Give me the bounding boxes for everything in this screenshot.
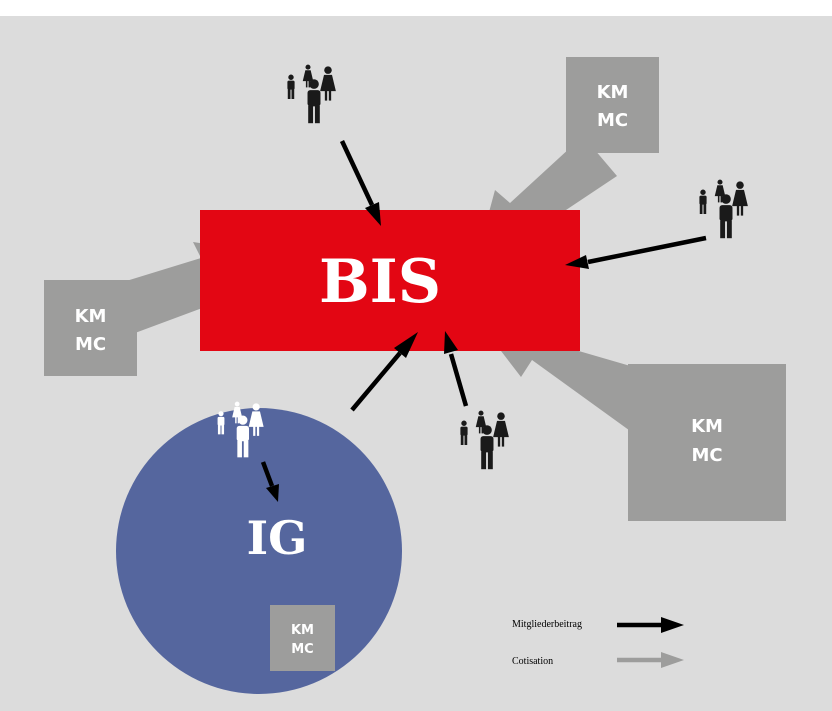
member-fee-arrow-bottom [444, 331, 469, 407]
legend-cotisation-arrow-icon [617, 652, 684, 668]
fee-box-top-right-km: KM [597, 82, 629, 103]
fee-box-left-km: KM [75, 306, 107, 327]
legend-cotisation-label: Cotisation [512, 656, 553, 667]
fee-box-top-right-mc: MC [597, 110, 628, 131]
legend-member-fee-arrow-icon [617, 617, 684, 633]
member-fee-arrow-right [565, 235, 707, 269]
fee-box-left: KM MC [44, 280, 137, 376]
fee-box-circle-mc: MC [291, 642, 313, 657]
member-fee-arrow-ig-inner [260, 461, 279, 502]
member-fee-arrows [260, 140, 707, 502]
legend: Mitgliederbeitrag Cotisation [512, 617, 684, 668]
fee-box-circle-km: KM [291, 623, 314, 638]
member-fee-arrow-ig [350, 332, 418, 412]
diagram-canvas: BIS IG KM MC KM MC KM MC KM MC [0, 16, 832, 711]
organization-diagram: BIS IG KM MC KM MC KM MC KM MC [44, 57, 786, 694]
people-group-bottom-icon [460, 411, 508, 470]
fee-box-bottom-right: KM MC [628, 364, 786, 521]
fee-box-bottom-right-km: KM [691, 416, 723, 437]
ig-label: IG [247, 511, 308, 565]
fee-box-circle: KM MC [270, 605, 335, 671]
people-group-right-icon [699, 180, 747, 239]
member-fee-arrow-top [339, 140, 381, 226]
fee-box-bottom-right-mc: MC [691, 445, 722, 466]
fee-box-left-mc: MC [75, 334, 106, 355]
people-group-top-icon [287, 65, 335, 124]
legend-member-fee-label: Mitgliederbeitrag [512, 619, 582, 630]
fee-box-top-right: KM MC [566, 57, 659, 153]
bis-box [200, 210, 580, 351]
bis-label: BIS [319, 247, 441, 317]
